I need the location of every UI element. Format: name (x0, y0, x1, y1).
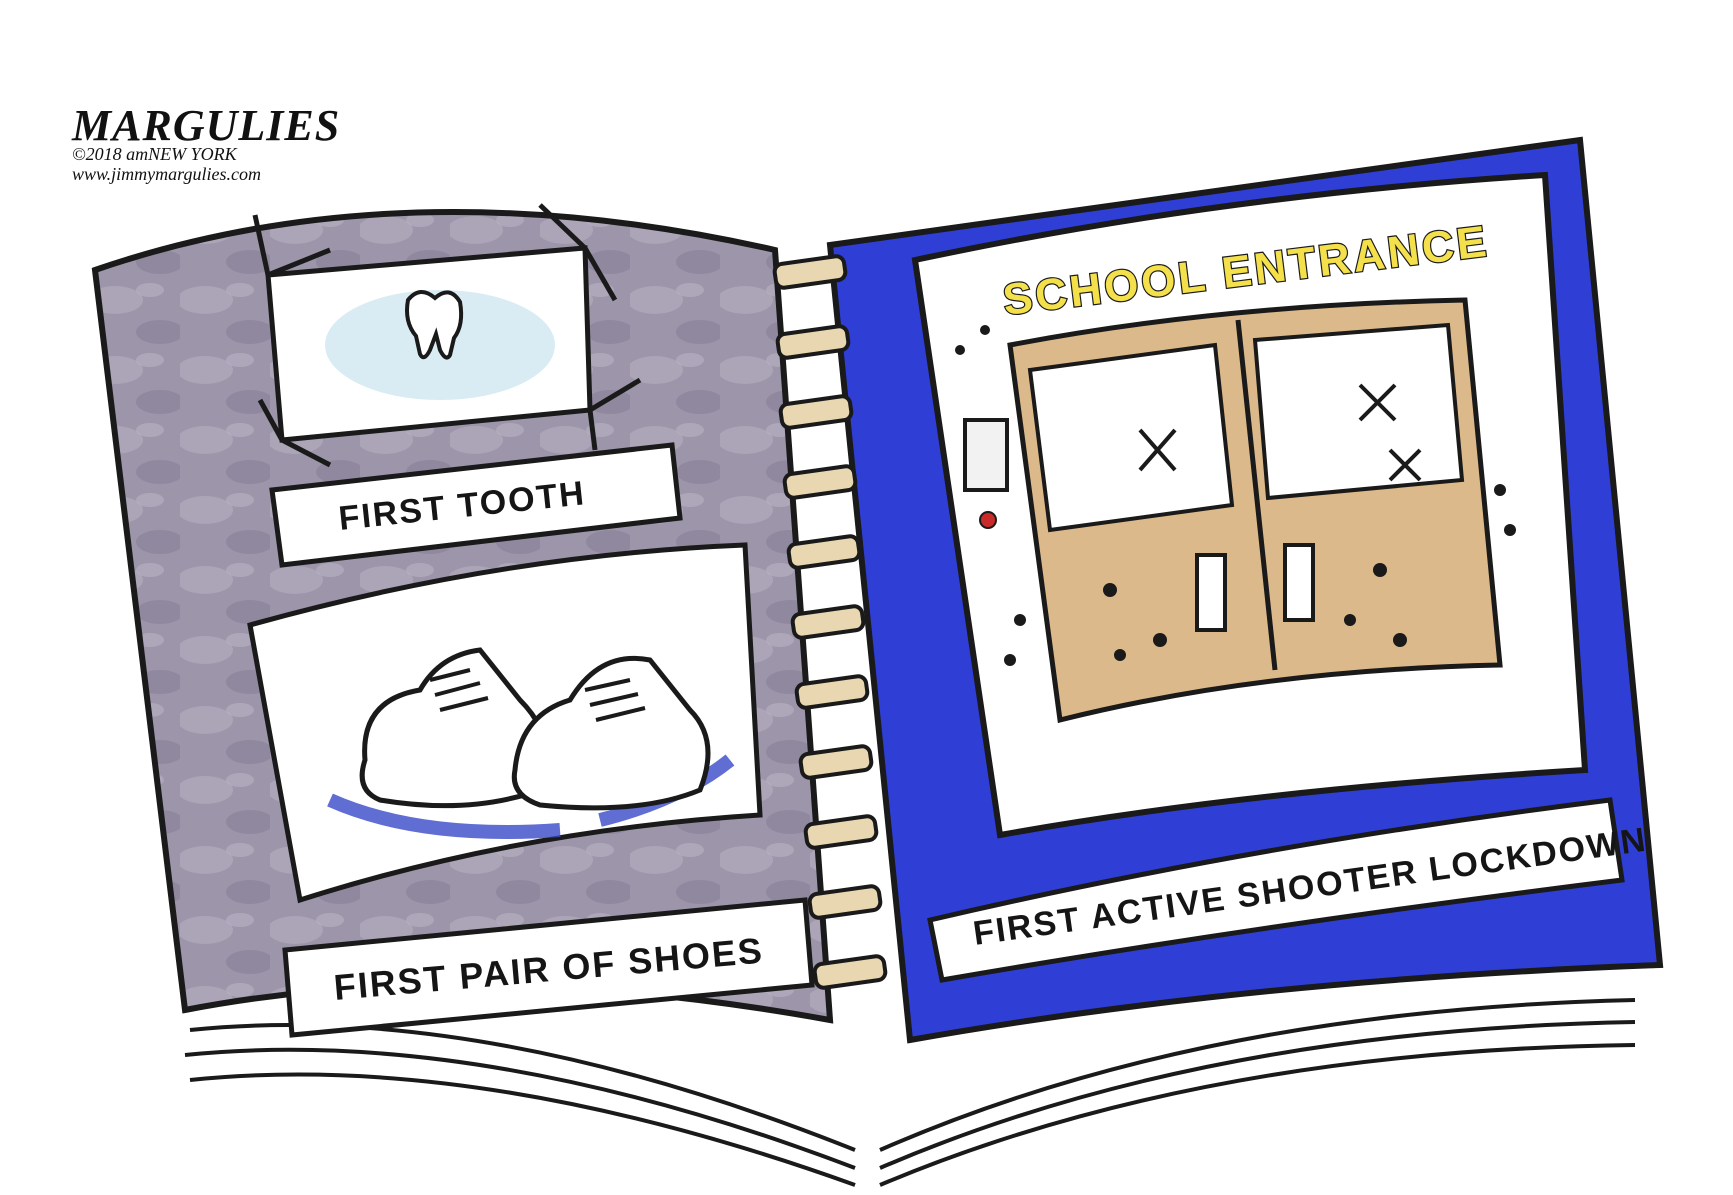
shoes-caption-card: FIRST PAIR OF SHOES (282, 897, 815, 1038)
signature-website: www.jimmymargulies.com (72, 164, 261, 184)
right-page: SCHOOL ENTRANCE (826, 136, 1664, 1044)
signature: MARGULIES ©2018 amNEW YORK www.jimmymarg… (71, 101, 340, 184)
signature-name: MARGULIES (71, 101, 340, 150)
spiral-binding (772, 254, 888, 990)
school-entrance-photo: SCHOOL ENTRANCE (911, 171, 1589, 839)
signature-copyright: ©2018 amNEW YORK (72, 144, 238, 164)
alarm-box-icon (963, 418, 1009, 529)
tooth-photo (252, 203, 642, 468)
left-page: FIRST TOOTH FIRST PAIR OF SHOES (91, 203, 834, 1038)
tooth-icon (405, 290, 464, 360)
book-page-edges (184, 998, 1636, 1187)
shoes-icon (359, 647, 711, 811)
door-icon (955, 297, 1516, 724)
tooth-caption-card: FIRST TOOTH (269, 442, 683, 568)
shoes-photo (247, 542, 763, 904)
